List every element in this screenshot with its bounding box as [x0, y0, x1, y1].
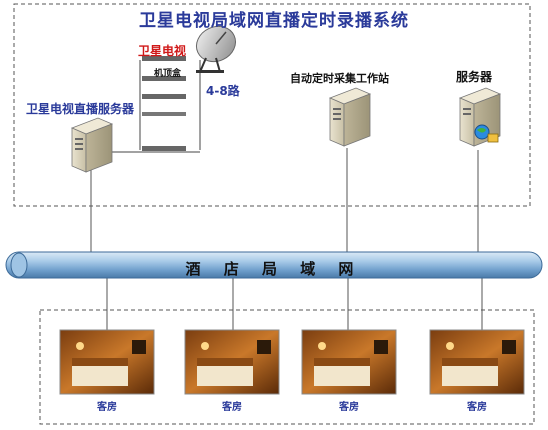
hotel-lan-pipe: [5, 251, 543, 279]
room-label-1: 客房: [97, 402, 117, 413]
room-photo-2: [184, 329, 280, 395]
diagram-title: 卫星电视局域网直播定时录播系统: [139, 11, 409, 31]
room-label-2: 客房: [222, 402, 242, 413]
channels-label: 4-8路: [206, 84, 240, 98]
live-server-label: 卫星电视直播服务器: [26, 102, 135, 116]
server-label: 服务器: [456, 70, 493, 84]
room-photo-3: [301, 329, 397, 395]
settop-box-label: 机顶盒: [154, 69, 182, 79]
room-label-3: 客房: [339, 402, 359, 413]
server-icon: [458, 87, 502, 147]
head-end-boundary: [13, 3, 531, 207]
room-photo-1: [59, 329, 155, 395]
workstation-icon: [328, 87, 372, 147]
settop-box-rack: [110, 56, 201, 153]
workstation-label: 自动定时采集工作站: [290, 72, 389, 85]
satellite-dish-icon: [196, 25, 236, 73]
live-server-icon: [70, 117, 114, 173]
hotel-lan-label: 酒 店 局 域 网: [185, 260, 363, 278]
guest-rooms-boundary: [39, 309, 535, 425]
room-label-4: 客房: [467, 402, 487, 413]
room-photo-4: [429, 329, 525, 395]
satellite-tv-label: 卫星电视: [138, 44, 187, 58]
